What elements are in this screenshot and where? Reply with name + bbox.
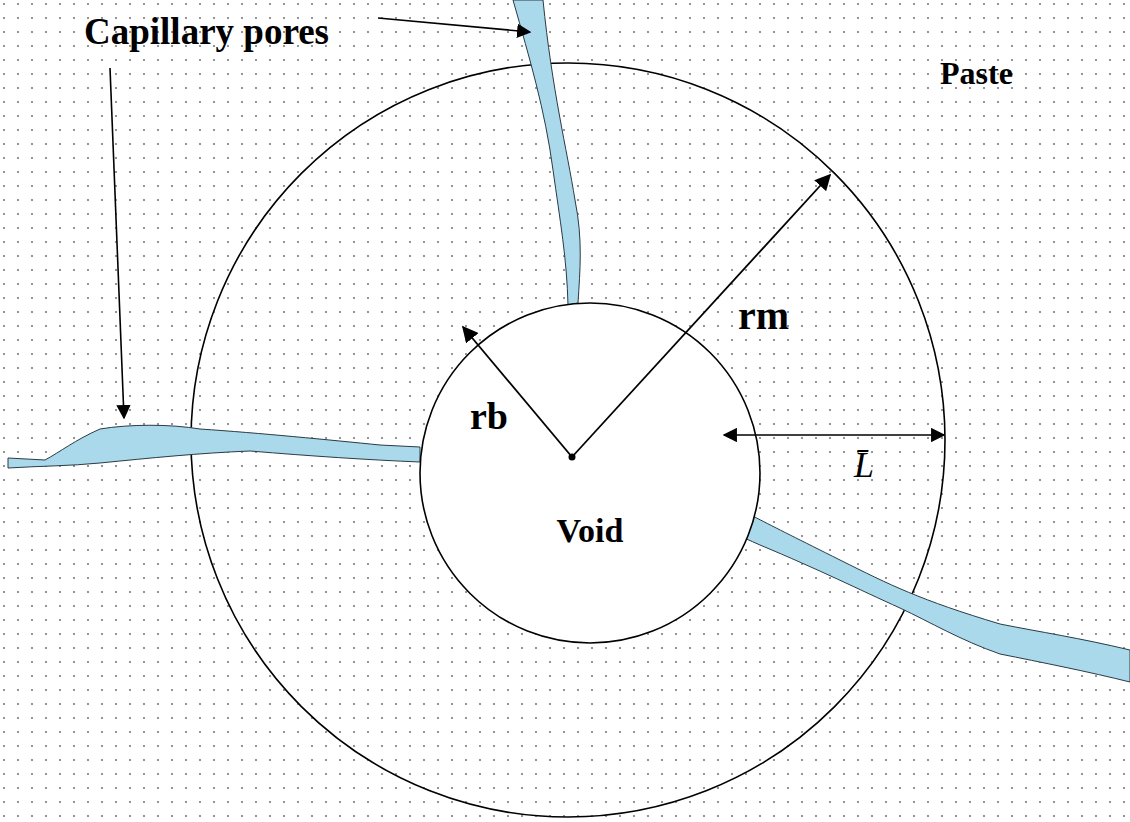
capillary-pore [705,494,1130,682]
center-dot [569,454,576,461]
radius-arrow [572,175,830,457]
radius-label: rb [470,396,508,438]
capillary-pore [513,0,580,305]
spacing-label: L̄ [854,446,874,486]
leader-arrow [378,18,530,32]
node-label: Void [419,512,761,550]
capillary-pore [8,425,420,468]
radius-label: rm [738,294,789,338]
void-outline [419,302,761,644]
leader-arrow [110,68,124,418]
void-circle: Void [419,302,761,644]
callout-label: Capillary pores [84,12,329,53]
region-label: Paste [940,56,1013,91]
radius-arrow [463,327,572,457]
void-circle-shape [420,303,760,643]
spacing-dimension [724,434,944,436]
